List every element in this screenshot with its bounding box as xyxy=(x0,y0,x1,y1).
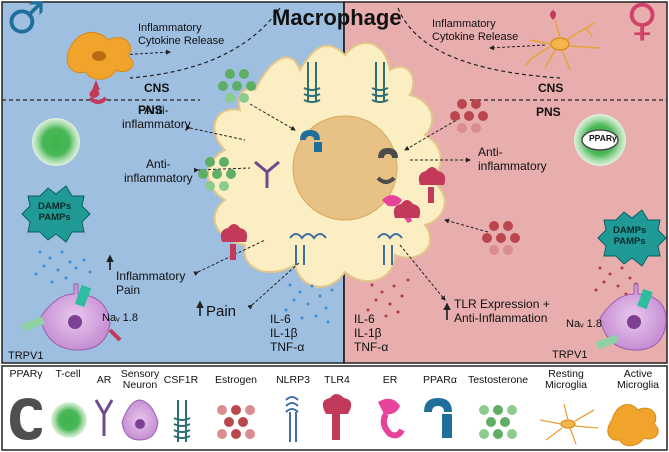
estrogen-receptor-icon xyxy=(378,398,405,439)
female-trpv1-label: TRPV1 xyxy=(552,349,588,361)
tlr4-icon xyxy=(322,394,352,440)
csf1r-icon xyxy=(371,62,389,103)
male-cytokine-release: Inflammatory Cytokine Release xyxy=(138,22,225,47)
tlr4-icon xyxy=(88,80,108,104)
tlr4-icon xyxy=(550,10,556,20)
female-cytokines: IL-6 IL-1β TNF-α xyxy=(354,312,389,354)
female-tlr-expression: TLR Expression + Anti-Inflammation xyxy=(454,297,550,325)
androgen-receptor-icon xyxy=(94,399,114,436)
legend-label-estrogen: Estrogen xyxy=(214,374,258,386)
female-damps-label: DAMPs PAMPs xyxy=(613,225,647,247)
male-pns-label: PNS xyxy=(138,103,163,117)
sensory-neuron-male xyxy=(21,283,122,351)
nlrp3-icon xyxy=(289,233,327,265)
male-cns-label: CNS xyxy=(144,81,170,95)
csf1r-icon xyxy=(303,62,321,103)
legend-label-active-microglia: Active Microglia xyxy=(616,368,660,392)
cytokine-particles-male xyxy=(284,283,334,324)
legend-label-sensory-neuron: Sensory Neuron xyxy=(120,368,160,392)
sensory-neuron-female xyxy=(595,283,667,351)
t-cell-icon xyxy=(51,402,87,438)
active-microglia-icon xyxy=(66,32,134,80)
estrogen-icon xyxy=(450,99,488,133)
csf1r-icon xyxy=(173,400,191,442)
female-cns-label: CNS xyxy=(538,81,564,95)
male-trpv1-label: TRPV1 xyxy=(8,350,44,362)
female-cytokine-release: Inflammatory Cytokine Release xyxy=(432,18,519,43)
testosterone-icon xyxy=(218,69,256,103)
male-cytokines: IL-6 IL-1β TNF-α xyxy=(270,312,305,354)
female-nav-label: Naᵥ 1.8 xyxy=(566,318,602,330)
male-symbol-icon: ♂ xyxy=(6,0,46,44)
testosterone-icon xyxy=(479,405,517,439)
sensory-neuron-icon xyxy=(121,399,159,441)
male-anti-inflammatory-2: Anti- inflammatory xyxy=(124,157,193,185)
ppar-gamma-icon xyxy=(10,398,42,440)
legend-label-androgen-receptor: AR xyxy=(96,374,112,386)
female-pns-label: PNS xyxy=(536,105,561,119)
estrogen-icon xyxy=(482,221,520,255)
legend-label-resting-microglia: Resting Microglia xyxy=(544,368,588,392)
ppar-alpha-icon xyxy=(300,130,322,152)
female-symbol-icon: ♀ xyxy=(626,0,659,46)
nlrp3-icon xyxy=(285,396,299,442)
ppar-alpha-icon xyxy=(424,398,452,438)
legend-label-estrogen-receptor: ER xyxy=(382,374,398,386)
female-ppar-label: PPARγ xyxy=(589,133,617,143)
male-pain-label: Pain xyxy=(206,303,237,320)
androgen-receptor-icon xyxy=(254,160,280,188)
male-damps-label: DAMPs PAMPs xyxy=(38,201,72,223)
female-anti-inflammatory: Anti- inflammatory xyxy=(478,145,547,173)
damps-pamps-star-male xyxy=(21,185,91,243)
tlr4-icon xyxy=(418,167,446,203)
resting-microglia-icon xyxy=(539,403,599,445)
nlrp3-icon xyxy=(377,233,403,265)
resting-microglia-icon xyxy=(524,19,601,71)
legend-label-testosterone: Testosterone xyxy=(467,374,529,386)
diagram-title: Macrophage xyxy=(272,5,402,30)
ppar-gamma-icon xyxy=(376,148,398,184)
male-anti-inflammatory-1: Anti- inflammatory xyxy=(122,103,191,131)
damps-particles-male xyxy=(34,250,92,284)
legend-label-csf1r: CSF1R xyxy=(163,374,199,386)
active-microglia-icon xyxy=(607,404,659,447)
ppar-gamma-badge xyxy=(581,129,619,151)
tlr4-icon xyxy=(393,200,421,218)
t-cell-icon xyxy=(32,118,80,166)
legend-label-ppar-gamma: PPARγ xyxy=(9,368,43,380)
damps-pamps-star-female xyxy=(597,209,667,267)
legend-label-tlr4: TLR4 xyxy=(324,374,350,386)
legend-label-ppar-alpha: PPARα xyxy=(423,374,457,386)
legend-label-nlrp3: NLRP3 xyxy=(276,374,310,386)
testosterone-icon xyxy=(198,157,236,191)
legend-label-t-cell: T-cell xyxy=(55,368,81,380)
male-nav-label: Naᵥ 1.8 xyxy=(102,312,138,324)
male-inflammatory-pain: Inflammatory Pain xyxy=(116,269,186,297)
tlr4-icon xyxy=(220,224,248,260)
cytokine-particles-female xyxy=(366,278,410,318)
estrogen-icon xyxy=(217,405,255,439)
